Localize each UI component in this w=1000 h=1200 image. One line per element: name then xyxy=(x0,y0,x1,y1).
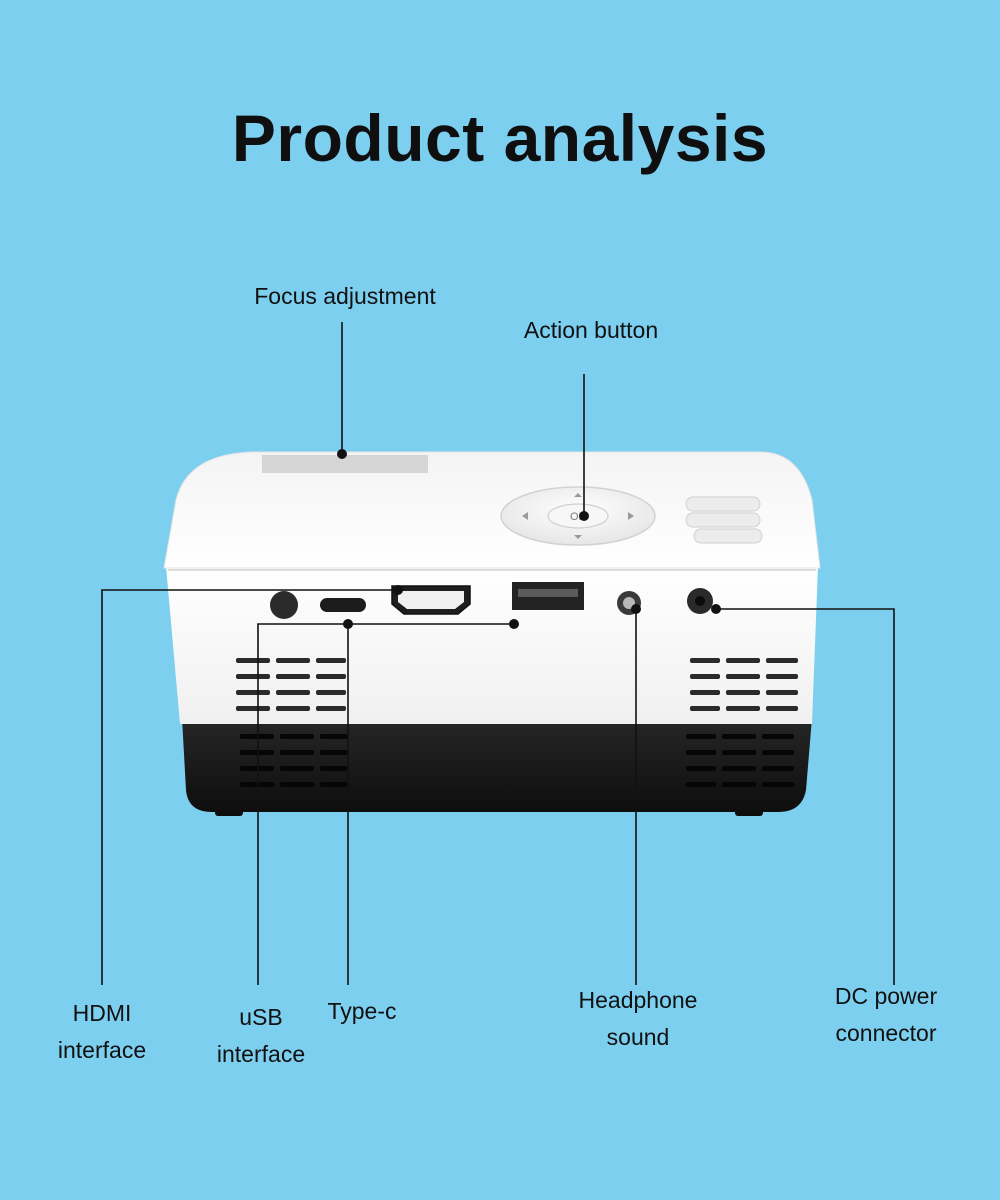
label-line: sound xyxy=(606,1024,670,1050)
dot-headphone xyxy=(631,604,641,614)
label-usb-interface: uSB interface xyxy=(198,999,324,1073)
dot-action xyxy=(579,511,589,521)
label-line: DC power xyxy=(834,983,938,1009)
label-line: Action button xyxy=(523,317,659,343)
leader-hdmi xyxy=(101,589,398,985)
label-hdmi-interface: HDMI interface xyxy=(40,995,164,1069)
front-vents-left xyxy=(236,658,346,711)
type-c-port xyxy=(320,598,366,612)
action-button-dpad: OK xyxy=(500,486,656,546)
side-button-cluster xyxy=(685,496,763,544)
label-line: Focus adjustment xyxy=(254,283,436,309)
label-line: uSB xyxy=(239,1004,283,1030)
label-line: Type-c xyxy=(327,998,397,1024)
leader-usb xyxy=(257,623,514,985)
dot-dc xyxy=(711,604,721,614)
leader-dc xyxy=(716,608,895,985)
label-line: interface xyxy=(57,1037,147,1063)
base-vents-right xyxy=(686,734,794,787)
dot-focus xyxy=(337,449,347,459)
dot-usb xyxy=(509,619,519,629)
page-title: Product analysis xyxy=(231,101,769,175)
label-action-button: Action button xyxy=(496,312,686,349)
front-vents-right xyxy=(690,658,798,711)
label-line: Headphone xyxy=(578,987,698,1013)
round-port xyxy=(270,591,298,619)
device-top-surface xyxy=(163,451,821,569)
device-base xyxy=(182,718,812,812)
dot-hdmi xyxy=(393,585,403,595)
focus-window xyxy=(262,455,428,473)
label-dc-power-connector: DC power connector xyxy=(808,978,964,1052)
label-headphone-sound: Headphone sound xyxy=(556,982,720,1056)
label-type-c: Type-c xyxy=(306,993,418,1030)
label-line: HDMI xyxy=(72,1000,132,1026)
label-line: connector xyxy=(835,1020,937,1046)
base-vents-left xyxy=(240,734,348,787)
label-focus-adjustment: Focus adjustment xyxy=(230,278,460,315)
dot-typec xyxy=(343,619,353,629)
label-line: interface xyxy=(216,1041,306,1067)
